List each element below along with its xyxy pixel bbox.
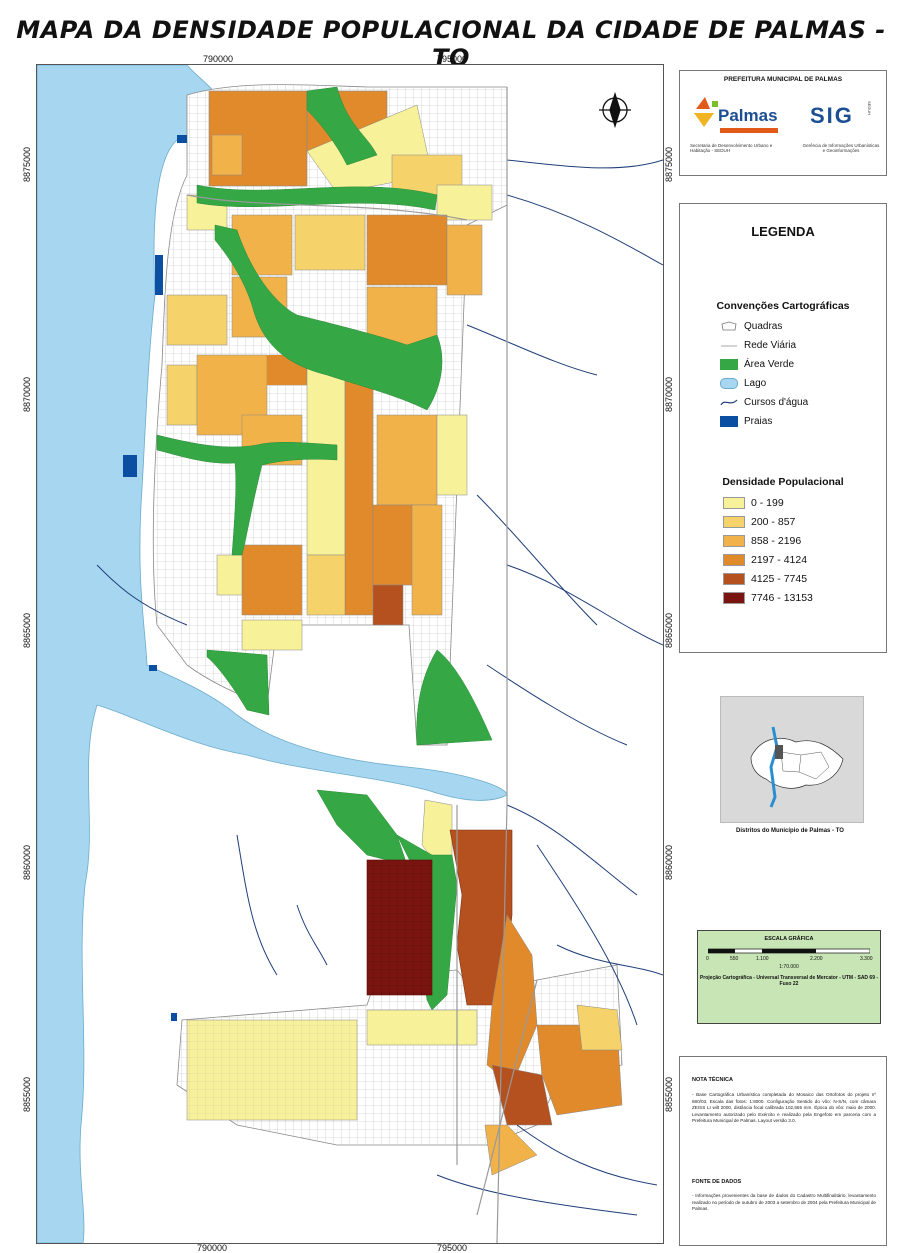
beaches xyxy=(123,135,187,1021)
legend-item-cursos-dagua: Cursos d'água xyxy=(720,394,808,410)
density-map[interactable] xyxy=(37,65,663,1243)
y-tick-left-8870000: 8870000 xyxy=(22,376,32,412)
scale-title: ESCALA GRÁFICA xyxy=(764,936,814,942)
density-swatch-3 xyxy=(723,534,745,547)
legend-item-rede-viaria: Rede Viária xyxy=(720,337,796,353)
y-tick-right-8855000: 8855000 xyxy=(664,1076,674,1112)
legend-item-area-verde: Área Verde xyxy=(720,356,794,372)
legend-label-quadras: Quadras xyxy=(744,320,783,332)
map-frame[interactable] xyxy=(36,64,664,1244)
density-label-4: 2197 - 4124 xyxy=(751,553,808,566)
green-areas-north xyxy=(156,86,493,746)
locator-map-svg xyxy=(750,726,844,808)
scale-bar xyxy=(708,948,870,954)
logo-panel: PREFEITURA MUNICIPAL DE PALMAS Palmas Se… xyxy=(679,70,887,176)
block-outline-icon xyxy=(721,321,737,330)
prefeitura-header: PREFEITURA MUNICIPAL DE PALMAS xyxy=(723,76,843,83)
density-swatch-6 xyxy=(723,591,745,604)
sig-side-text: SEDUH xyxy=(867,101,872,116)
density-label-1: 0 - 199 xyxy=(751,496,784,509)
y-tick-left-8855000: 8855000 xyxy=(22,1076,32,1112)
palmas-logo-icon xyxy=(694,97,718,127)
scale-label-3300: 3.300 xyxy=(860,956,873,962)
notes-panel: NOTA TÉCNICA - Base Cartográfica Urbanís… xyxy=(679,1056,887,1246)
y-tick-left-8860000: 8860000 xyxy=(22,844,32,880)
legend-panel: LEGENDA Convenções Cartográficas Quadras… xyxy=(679,203,887,653)
sig-logo-text: SIG xyxy=(810,103,854,128)
x-tick-top-790000: 790000 xyxy=(203,54,234,64)
scale-label-0: 0 xyxy=(706,956,709,962)
density-swatch-1 xyxy=(723,496,745,509)
density-item-2: 200 - 857 xyxy=(723,513,795,530)
density-item-4: 2197 - 4124 xyxy=(723,551,807,568)
legend-item-lago: Lago xyxy=(720,375,766,391)
density-title: Densidade Populacional xyxy=(722,476,844,488)
palmas-caption: Secretaria de Desenvolvimento Urbano e H… xyxy=(690,143,773,153)
conventions-title: Convenções Cartográficas xyxy=(716,300,850,312)
density-label-2: 200 - 857 xyxy=(751,515,796,528)
x-tick-bottom-795000: 795000 xyxy=(437,1243,468,1253)
map-title: MAPA DA DENSIDADE POPULACIONAL DA CIDADE… xyxy=(16,16,886,72)
scale-panel: ESCALA GRÁFICA 0 550 1.100 2.200 3.300 1… xyxy=(697,930,881,1024)
scale-label-2200: 2.200 xyxy=(810,956,823,962)
density-swatch-4 xyxy=(723,553,745,566)
density-swatch-5 xyxy=(723,572,745,585)
legend-label-cursos-dagua: Cursos d'água xyxy=(744,396,809,408)
swatch-area-verde xyxy=(720,358,738,370)
tech-note-title: NOTA TÉCNICA xyxy=(692,1077,733,1083)
x-tick-top-795000: 795000 xyxy=(437,54,468,64)
scale-ratio: 1:70.000 xyxy=(779,964,799,970)
legend-item-praias: Praias xyxy=(720,413,772,429)
rivers xyxy=(96,159,663,1216)
palmas-logo-text: Palmas xyxy=(718,106,778,125)
palmas-logo-bar xyxy=(720,128,778,133)
legend-title: LEGENDA xyxy=(751,224,815,239)
legend-label-rede-viaria: Rede Viária xyxy=(744,339,797,351)
swatch-lago xyxy=(720,377,738,389)
scale-projection: Projeção Cartográfica - Universal Transv… xyxy=(699,975,879,987)
density-label-5: 4125 - 7745 xyxy=(751,572,808,585)
density-item-6: 7746 - 13153 xyxy=(723,589,813,606)
density-label-3: 858 - 2196 xyxy=(751,534,802,547)
legend-item-quadras: Quadras xyxy=(720,318,782,334)
y-tick-right-8875000: 8875000 xyxy=(664,146,674,182)
legend-label-praias: Praias xyxy=(744,415,773,427)
tech-note-text: - Base Cartográfica Urbanística completa… xyxy=(692,1092,876,1123)
density-blocks-south xyxy=(186,789,623,1176)
y-tick-right-8865000: 8865000 xyxy=(664,612,674,648)
density-item-5: 4125 - 7745 xyxy=(723,570,807,587)
x-tick-bottom-790000: 790000 xyxy=(197,1243,228,1253)
density-item-1: 0 - 199 xyxy=(723,494,784,511)
density-swatch-2 xyxy=(723,515,745,528)
legend-label-area-verde: Área Verde xyxy=(744,358,795,370)
locator-map xyxy=(720,696,864,823)
lake-west xyxy=(37,65,508,1243)
y-tick-left-8875000: 8875000 xyxy=(22,146,32,182)
density-label-6: 7746 - 13153 xyxy=(751,591,813,604)
scale-label-550: 550 xyxy=(730,956,739,962)
y-tick-right-8860000: 8860000 xyxy=(664,844,674,880)
density-item-3: 858 - 2196 xyxy=(723,532,801,549)
north-arrow-icon xyxy=(599,91,631,129)
y-tick-left-8865000: 8865000 xyxy=(22,612,32,648)
locator-caption: Distritos do Município de Palmas - TO xyxy=(736,828,844,834)
sig-caption: Gerência de Informações Urbanísticas e G… xyxy=(802,143,880,153)
source-title: FONTE DE DADOS xyxy=(692,1179,742,1185)
stream-line-icon xyxy=(720,399,738,405)
source-text: - Informações provenientes da base de da… xyxy=(692,1193,876,1211)
legend-label-lago: Lago xyxy=(744,377,767,389)
swatch-praias xyxy=(720,415,738,427)
main-roads xyxy=(186,87,538,1243)
y-tick-right-8870000: 8870000 xyxy=(664,376,674,412)
road-line-icon xyxy=(721,345,737,346)
scale-label-1100: 1.100 xyxy=(756,956,769,962)
